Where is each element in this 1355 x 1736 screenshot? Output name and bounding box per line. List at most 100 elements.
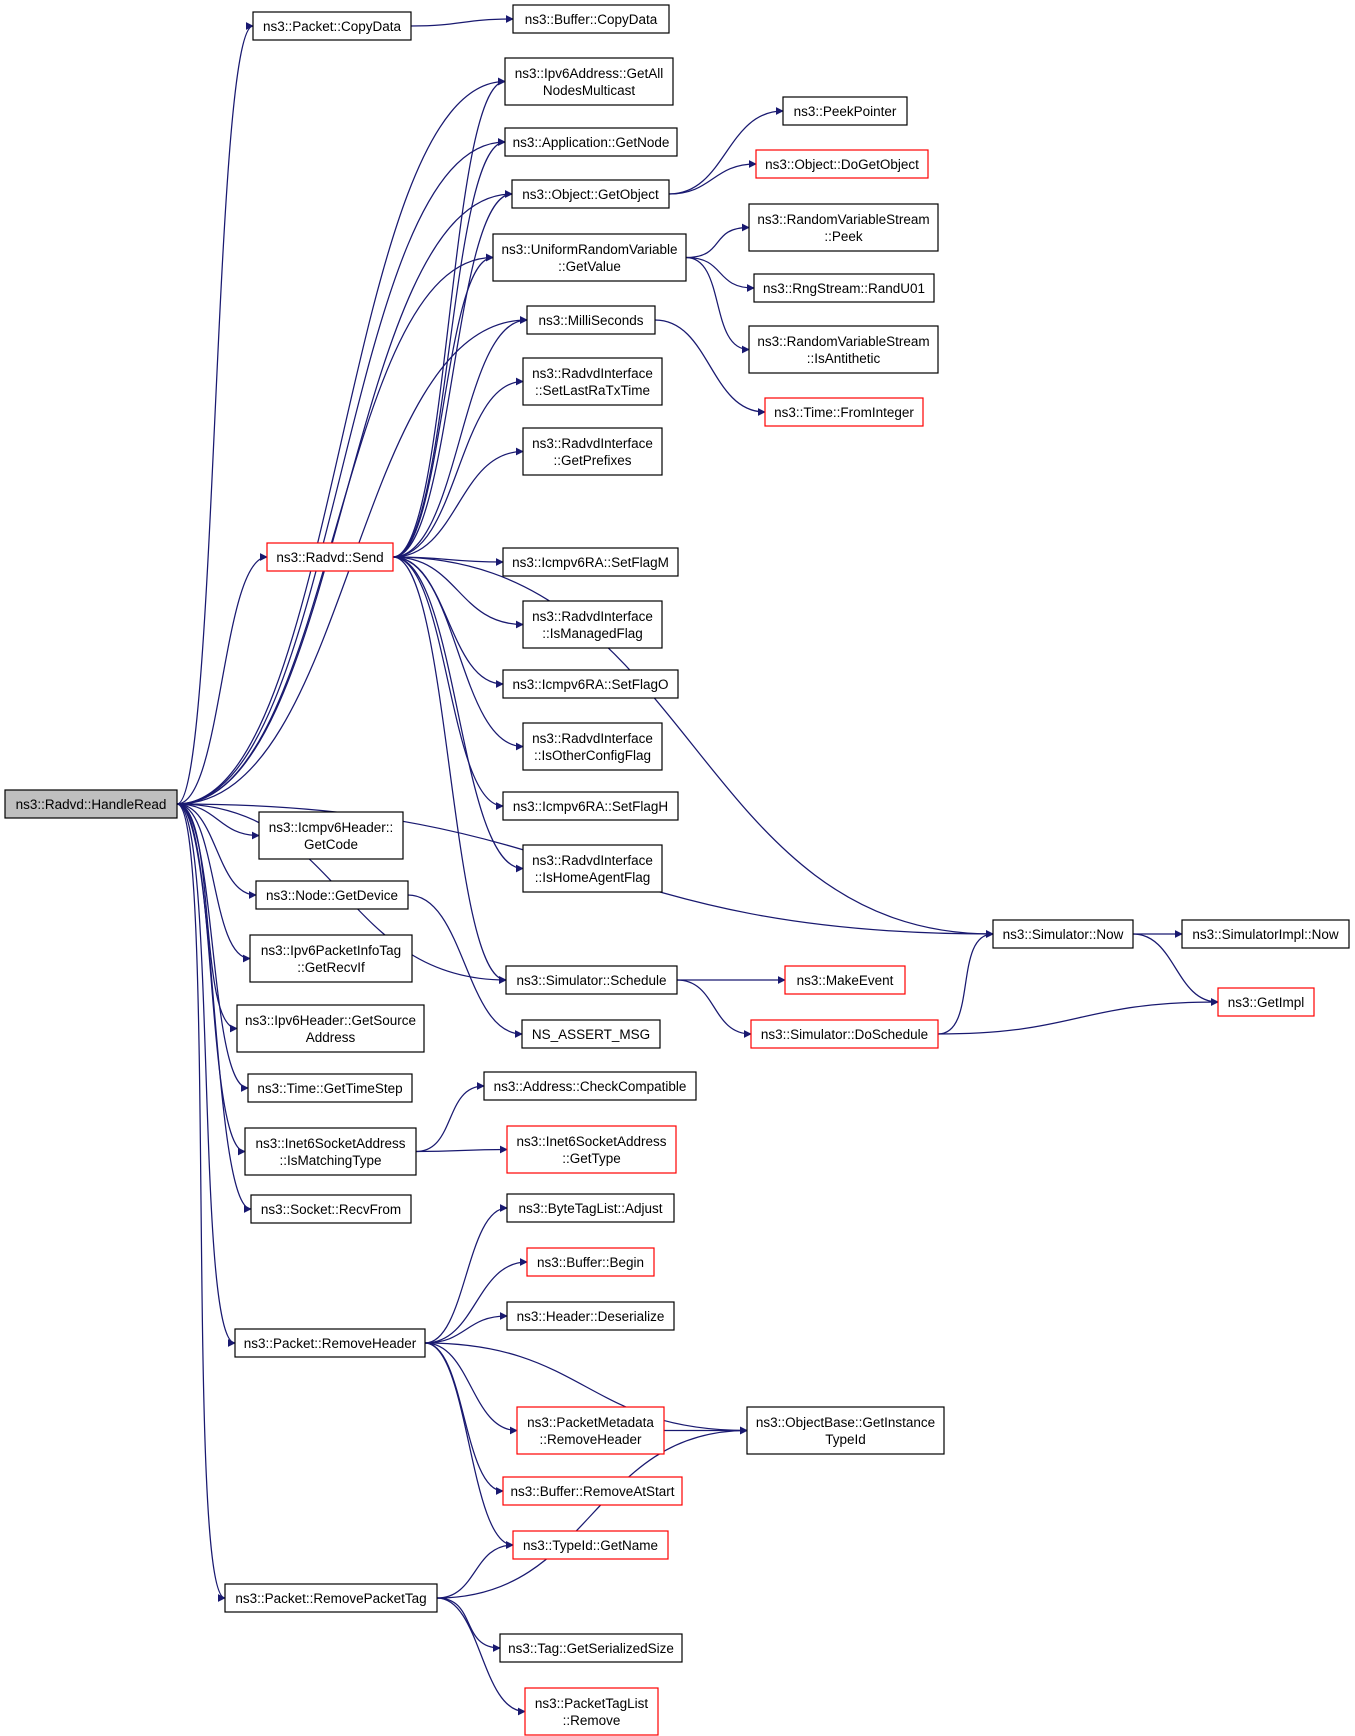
- node-label: ns3::Packet::CopyData: [263, 19, 402, 34]
- node-is-matching-type[interactable]: ns3::Inet6SocketAddress::IsMatchingType: [244, 1127, 417, 1176]
- node-rand-u01[interactable]: ns3::RngStream::RandU01: [753, 273, 935, 303]
- edge-handle-read-to-get-time-step: [176, 803, 249, 1092]
- node-get-object[interactable]: ns3::Object::GetObject: [511, 179, 670, 209]
- node-do-get-object[interactable]: ns3::Object::DoGetObject: [755, 149, 929, 179]
- node-label: ::SetLastRaTxTime: [535, 383, 650, 398]
- node-box: [750, 1019, 939, 1049]
- node-pm-remove-header[interactable]: ns3::PacketMetadata::RemoveHeader: [516, 1406, 665, 1455]
- node-is-home-agent-flag[interactable]: ns3::RadvdInterface::IsHomeAgentFlag: [522, 844, 663, 893]
- node-label: ::IsOtherConfigFlag: [534, 748, 651, 763]
- node-remove-header[interactable]: ns3::Packet::RemoveHeader: [234, 1328, 426, 1358]
- edge-simulator-now-to-get-impl: [1132, 933, 1219, 1006]
- node-label: ns3::Ipv6PacketInfoTag: [261, 943, 401, 958]
- node-label: ns3::Ipv6Address::GetAll: [515, 66, 664, 81]
- node-label: ns3::Buffer::RemoveAtStart: [510, 1484, 674, 1499]
- node-set-flag-m[interactable]: ns3::Icmpv6RA::SetFlagM: [502, 547, 679, 577]
- node-box: [522, 357, 663, 406]
- node-label: ns3::Address::CheckCompatible: [494, 1079, 687, 1094]
- node-label: ns3::RadvdInterface: [532, 366, 653, 381]
- edge-get-object-to-peek-pointer: [668, 107, 784, 195]
- node-label: ns3::PacketMetadata: [527, 1415, 654, 1430]
- node-peek-pointer[interactable]: ns3::PeekPointer: [782, 96, 908, 126]
- node-label: ns3::Node::GetDevice: [266, 888, 398, 903]
- node-box: [746, 1406, 945, 1455]
- node-buffer-begin[interactable]: ns3::Buffer::Begin: [526, 1247, 655, 1277]
- node-get-prefixes[interactable]: ns3::RadvdInterface::GetPrefixes: [522, 427, 663, 476]
- node-label: ns3::Packet::RemoveHeader: [244, 1336, 417, 1351]
- node-remove-packet-tag[interactable]: ns3::Packet::RemovePacketTag: [224, 1583, 438, 1613]
- node-label: ::GetPrefixes: [553, 453, 631, 468]
- node-label: ns3::Icmpv6RA::SetFlagO: [512, 677, 668, 692]
- edge-remove-header-to-remove-at-start: [424, 1342, 504, 1495]
- node-header-deserialize[interactable]: ns3::Header::Deserialize: [506, 1301, 675, 1331]
- node-buffer-copy-data[interactable]: ns3::Buffer::CopyData: [512, 4, 670, 34]
- node-rvs-peek[interactable]: ns3::RandomVariableStream::Peek: [748, 203, 939, 252]
- node-label: ns3::Time::GetTimeStep: [257, 1081, 402, 1096]
- node-radvd-send[interactable]: ns3::Radvd::Send: [266, 542, 394, 572]
- node-label: ::IsAntithetic: [807, 351, 881, 366]
- node-remove-at-start[interactable]: ns3::Buffer::RemoveAtStart: [502, 1476, 683, 1506]
- node-get-node[interactable]: ns3::Application::GetNode: [504, 127, 678, 157]
- node-set-flag-h[interactable]: ns3::Icmpv6RA::SetFlagH: [502, 791, 679, 821]
- edge-milli-seconds-to-time-from-integer: [654, 319, 766, 416]
- node-inet6-get-type[interactable]: ns3::Inet6SocketAddress::GetType: [506, 1125, 677, 1174]
- node-node-get-device[interactable]: ns3::Node::GetDevice: [255, 880, 409, 910]
- node-label: ns3::Icmpv6Header::: [269, 820, 394, 835]
- node-get-recv-if[interactable]: ns3::Ipv6PacketInfoTag::GetRecvIf: [249, 934, 413, 983]
- node-handle-read[interactable]: ns3::Radvd::HandleRead: [4, 789, 178, 819]
- node-uniform-get-value[interactable]: ns3::UniformRandomVariable::GetValue: [492, 233, 687, 282]
- node-label: ns3::Time::FromInteger: [774, 405, 914, 420]
- node-box: [247, 1073, 413, 1103]
- node-label: ns3::Ipv6Header::GetSource: [245, 1013, 416, 1028]
- node-box: [502, 547, 679, 577]
- node-get-time-step[interactable]: ns3::Time::GetTimeStep: [247, 1073, 413, 1103]
- node-box: [511, 179, 670, 209]
- node-box: [992, 919, 1134, 949]
- node-label: ns3::RadvdInterface: [532, 853, 653, 868]
- node-is-managed-flag[interactable]: ns3::RadvdInterface::IsManagedFlag: [522, 600, 663, 649]
- edge-remove-header-to-get-instance-type-id: [424, 1342, 748, 1435]
- node-set-last-ra-tx-time[interactable]: ns3::RadvdInterface::SetLastRaTxTime: [522, 357, 663, 406]
- node-ns-assert-msg[interactable]: NS_ASSERT_MSG: [521, 1019, 661, 1049]
- node-copy-data[interactable]: ns3::Packet::CopyData: [252, 11, 412, 41]
- node-tag-get-serialized-size[interactable]: ns3::Tag::GetSerializedSize: [499, 1633, 683, 1663]
- edge-is-matching-type-to-inet6-get-type: [415, 1145, 508, 1154]
- node-label: NodesMulticast: [543, 83, 636, 98]
- node-set-flag-o[interactable]: ns3::Icmpv6RA::SetFlagO: [502, 669, 679, 699]
- node-label: ::GetRecvIf: [297, 960, 365, 975]
- edge-handle-read-to-copy-data: [176, 22, 254, 805]
- node-simulator-now[interactable]: ns3::Simulator::Now: [992, 919, 1134, 949]
- node-simulator-impl-now[interactable]: ns3::SimulatorImpl::Now: [1181, 919, 1350, 949]
- node-box: [249, 934, 413, 983]
- node-box: [764, 397, 924, 427]
- node-box: [748, 203, 939, 252]
- node-make-event[interactable]: ns3::MakeEvent: [784, 965, 906, 995]
- node-time-from-integer[interactable]: ns3::Time::FromInteger: [764, 397, 924, 427]
- node-box: [499, 1633, 683, 1663]
- node-rvs-is-antithetic[interactable]: ns3::RandomVariableStream::IsAntithetic: [748, 325, 939, 374]
- node-recv-from[interactable]: ns3::Socket::RecvFrom: [250, 1194, 412, 1224]
- edge-handle-read-to-get-all-nodes-multicast: [176, 77, 506, 805]
- edge-radvd-send-to-get-all-nodes-multicast: [392, 77, 506, 558]
- node-box: [524, 1687, 659, 1736]
- node-label: ns3::Tag::GetSerializedSize: [508, 1641, 674, 1656]
- node-icmpv6-get-code[interactable]: ns3::Icmpv6Header::GetCode: [258, 811, 404, 860]
- node-do-schedule[interactable]: ns3::Simulator::DoSchedule: [750, 1019, 939, 1049]
- node-check-compatible[interactable]: ns3::Address::CheckCompatible: [483, 1071, 697, 1101]
- node-box: [506, 1193, 675, 1223]
- node-packet-tag-list-remove[interactable]: ns3::PacketTagList::Remove: [524, 1687, 659, 1736]
- node-milli-seconds[interactable]: ns3::MilliSeconds: [526, 305, 656, 335]
- node-box: [512, 4, 670, 34]
- node-simulator-schedule[interactable]: ns3::Simulator::Schedule: [505, 965, 678, 995]
- node-is-other-config-flag[interactable]: ns3::RadvdInterface::IsOtherConfigFlag: [522, 722, 663, 771]
- node-label: ns3::PacketTagList: [535, 1696, 649, 1711]
- node-box: [236, 1004, 425, 1053]
- node-get-impl[interactable]: ns3::GetImpl: [1217, 987, 1315, 1017]
- node-byte-tag-list-adjust[interactable]: ns3::ByteTagList::Adjust: [506, 1193, 675, 1223]
- node-box: [255, 880, 409, 910]
- node-type-id-get-name[interactable]: ns3::TypeId::GetName: [512, 1530, 669, 1560]
- node-box: [753, 273, 935, 303]
